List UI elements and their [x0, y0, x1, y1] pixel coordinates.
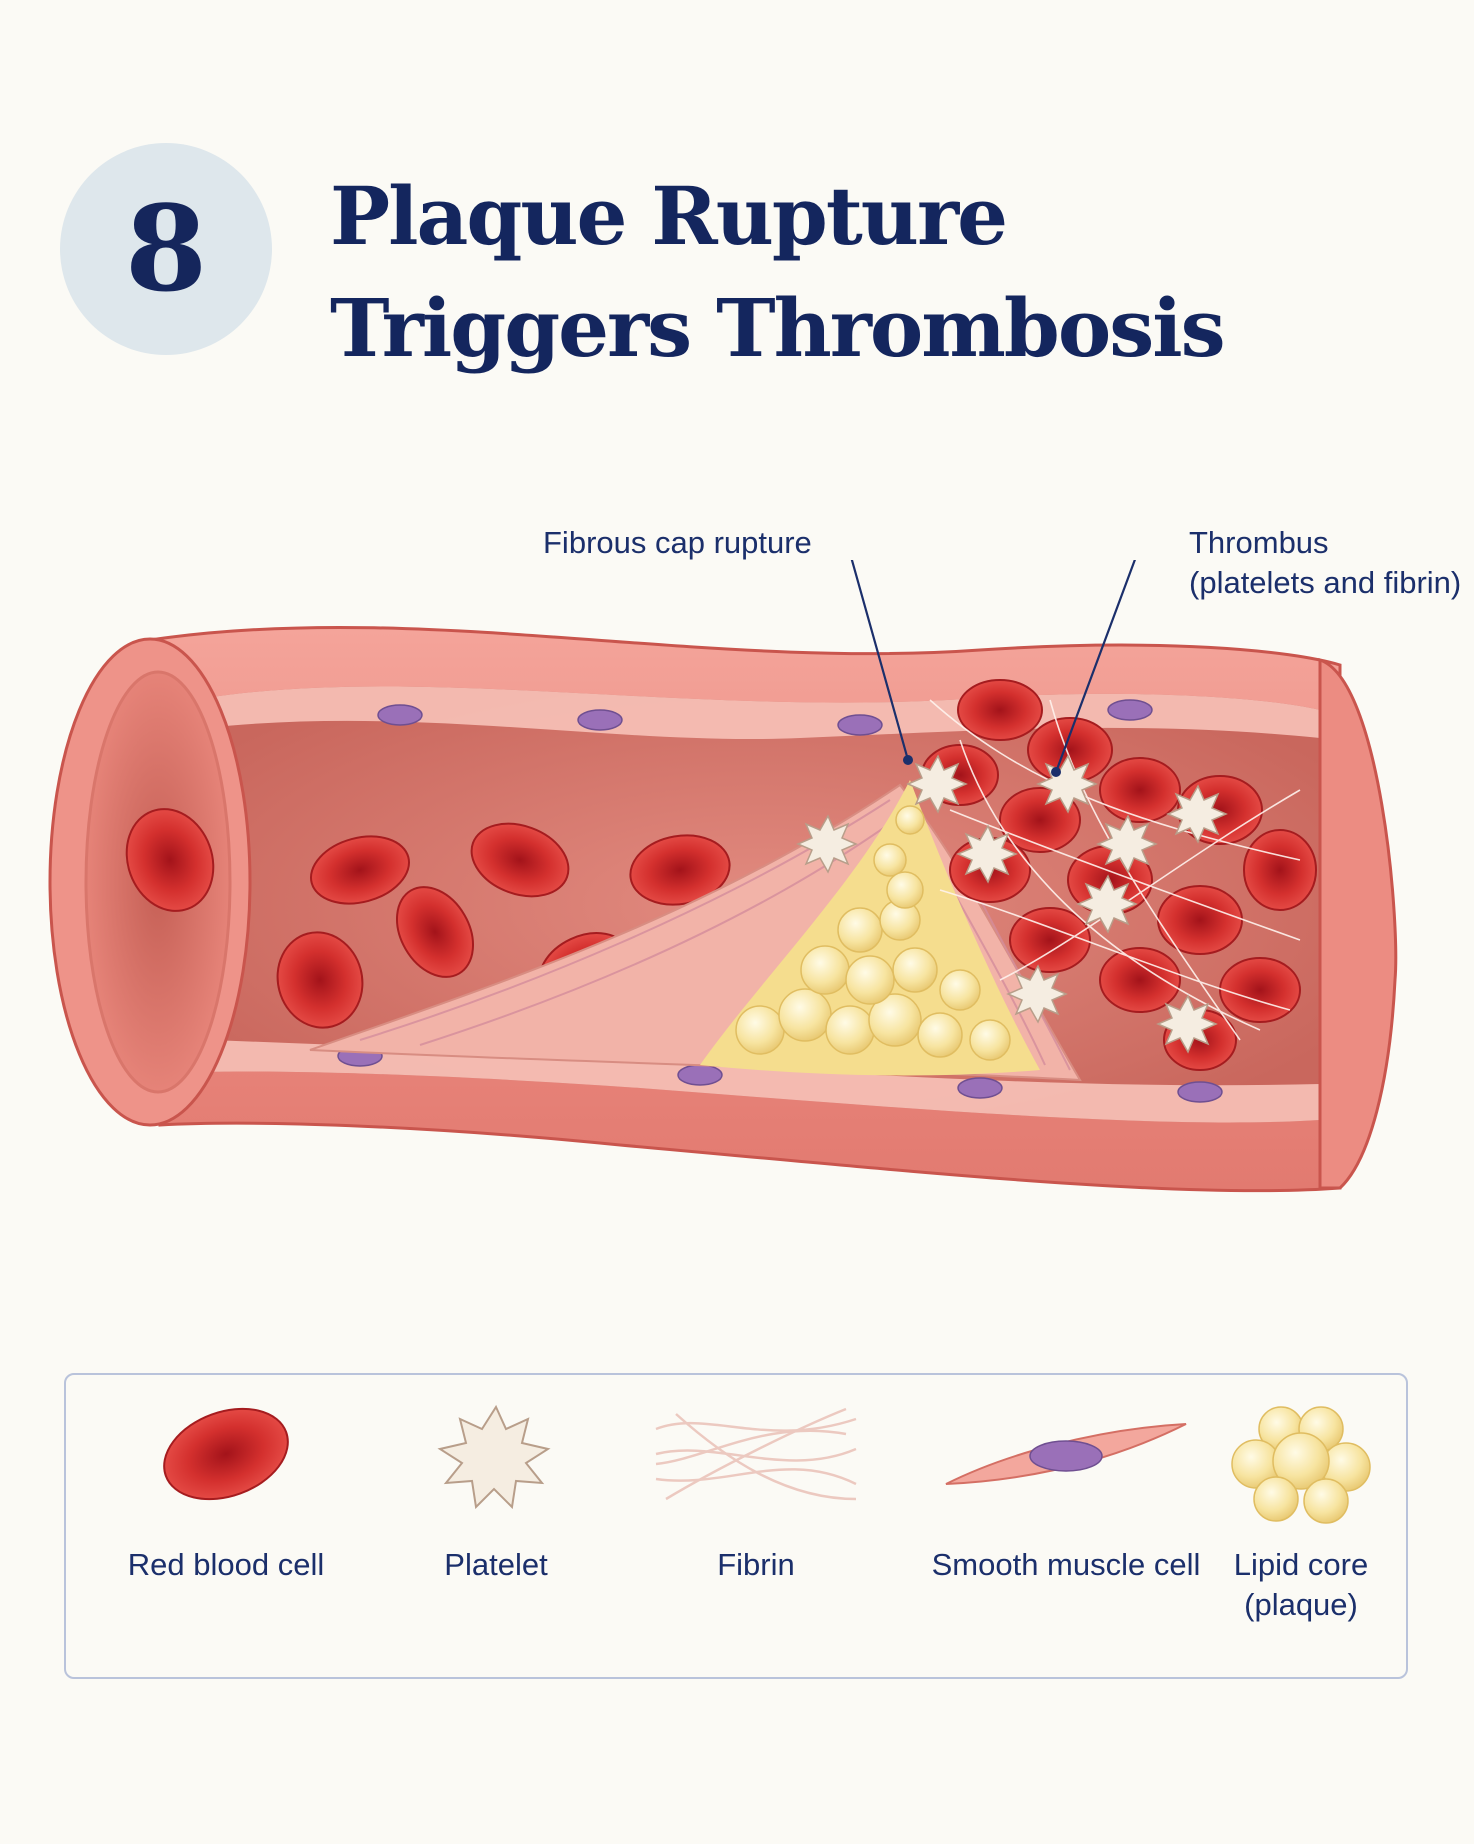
lipid-core-icon: [1231, 1406, 1371, 1524]
legend-label-lipid-core-line-2: (plaque): [1244, 1587, 1358, 1622]
vessel-illustration: [48, 560, 1398, 1193]
legend-label-smooth-muscle-cell: Smooth muscle cell: [931, 1547, 1201, 1582]
step-number: 8: [124, 179, 208, 318]
callout-thrombus: Thrombus (platelets and fibrin): [1189, 523, 1461, 603]
lipid-droplets: [735, 805, 1011, 1061]
callout-fibrous-cap-rupture: Fibrous cap rupture: [543, 525, 812, 560]
callout-thrombus-line-2: (platelets and fibrin): [1189, 565, 1462, 600]
legend-item-fibrin: Fibrin: [626, 1399, 886, 1585]
lumen-red-blood-cells: [125, 808, 731, 1029]
legend-item-red-blood-cell: Red blood cell: [96, 1399, 356, 1585]
legend-label-lipid-core-line-1: Lipid core: [1233, 1547, 1369, 1582]
step-number-badge: 8: [60, 143, 272, 355]
red-blood-cell-icon: [163, 1407, 289, 1501]
wall-nuclei: [337, 699, 1223, 1103]
endothelium-bottom: [205, 1040, 1320, 1123]
legend-item-lipid-core: Lipid core (plaque): [1206, 1399, 1396, 1625]
leader-thrombus: [1054, 560, 1136, 773]
fibrin-icon: [655, 1407, 857, 1501]
title-line-2: Triggers Thrombosis: [330, 281, 1226, 375]
title-line-1: Plaque Rupture: [330, 169, 1008, 263]
legend-panel: Red blood cell Platelet Fibrin Smooth mu…: [64, 1373, 1408, 1679]
platelet-icon: [437, 1404, 551, 1509]
callout-leaders: [850, 560, 1136, 777]
page-title: Plaque Rupture Triggers Thrombosis: [330, 160, 1226, 384]
vessel-right-rim: [1318, 657, 1398, 1190]
smooth-muscle-cell-icon: [945, 1423, 1187, 1485]
legend-item-smooth-muscle-cell: Smooth muscle cell: [916, 1399, 1216, 1585]
legend-label-fibrin: Fibrin: [717, 1547, 795, 1582]
legend-label-platelet: Platelet: [444, 1547, 548, 1582]
leader-fibrous-cap: [850, 560, 910, 761]
callout-thrombus-line-1: Thrombus: [1189, 525, 1329, 560]
legend-label-red-blood-cell: Red blood cell: [127, 1547, 325, 1582]
legend-item-platelet: Platelet: [366, 1399, 626, 1585]
platelets: [796, 754, 1228, 1054]
legend-label-lipid-core: Lipid core (plaque): [1206, 1545, 1396, 1625]
